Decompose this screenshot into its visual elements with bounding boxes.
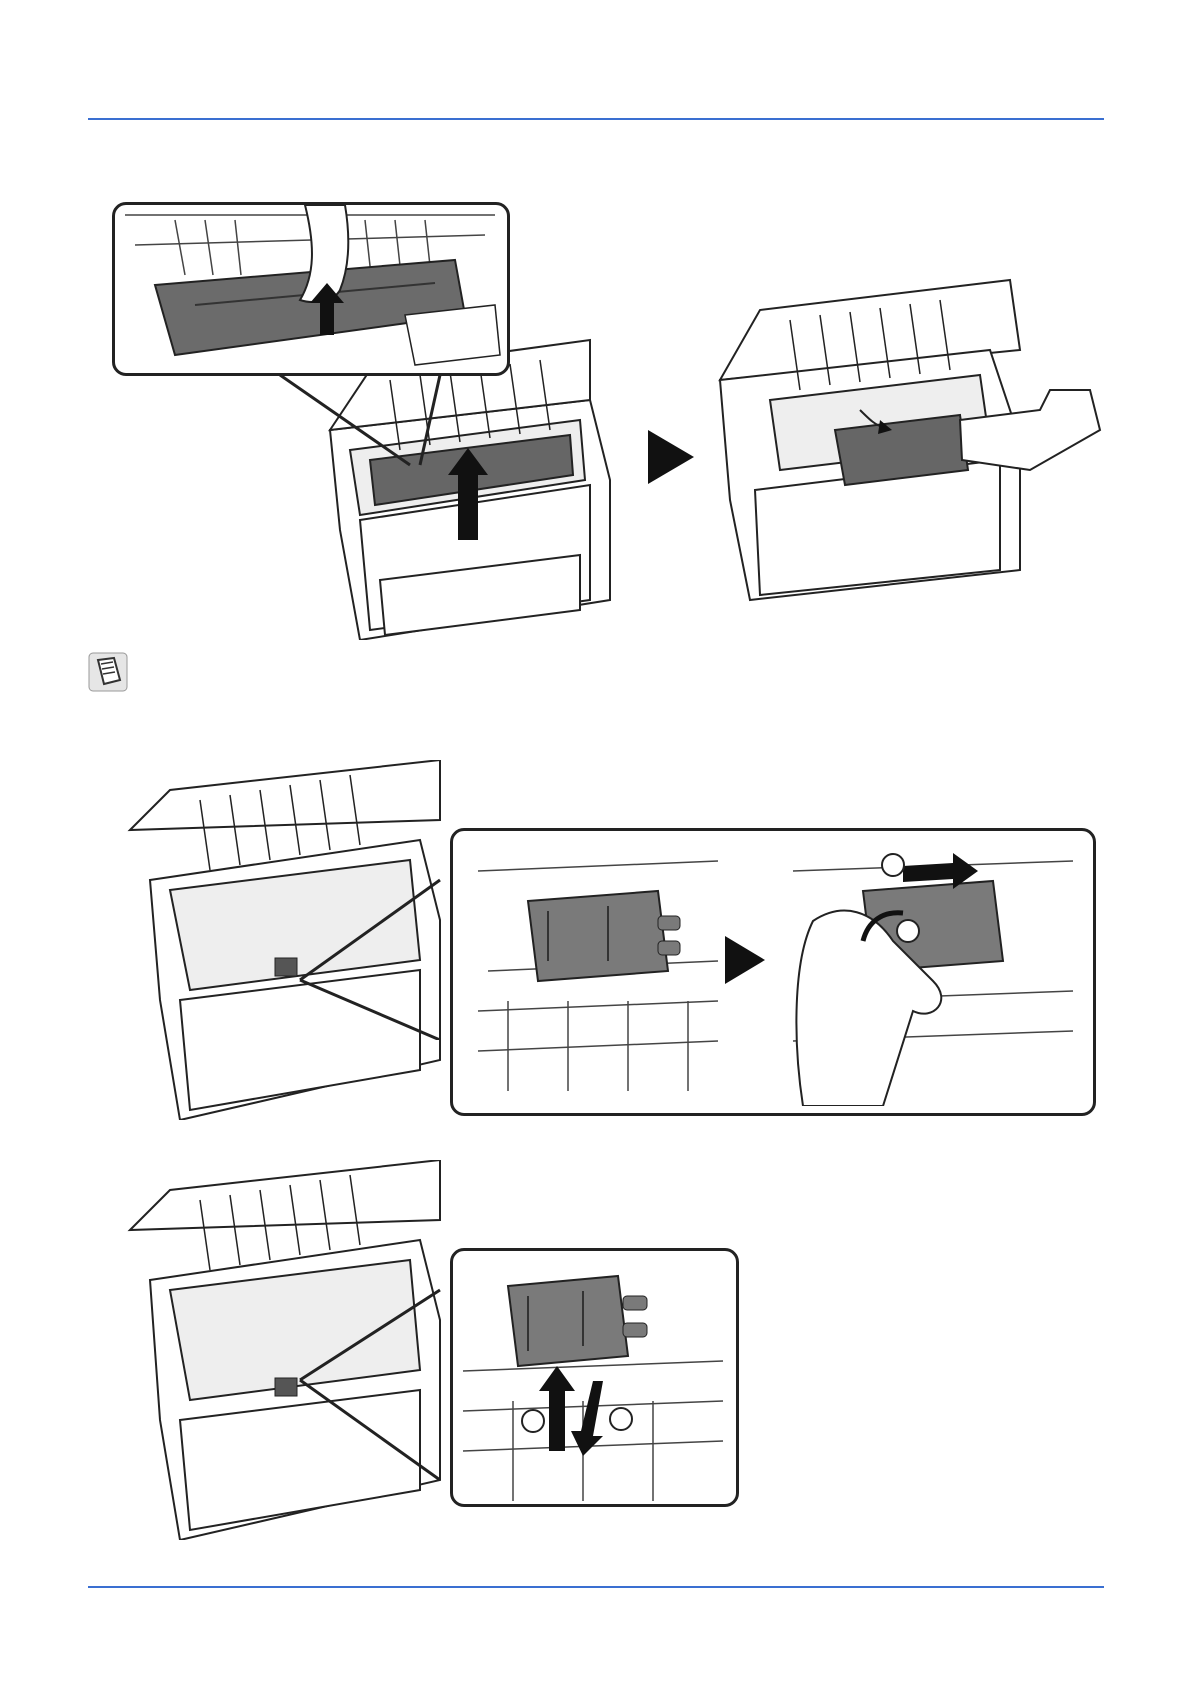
up-down-arrows-icon (453, 1251, 736, 1504)
footer-rule (88, 1586, 1104, 1588)
figure-remove-toner (110, 210, 1110, 640)
hand-push-roller-icon (783, 841, 1083, 1106)
zoom-connector (290, 840, 470, 1040)
roller-install-panel (450, 1248, 739, 1507)
toner-lift-arrow-icon (115, 205, 507, 373)
step-arrow-icon (648, 430, 694, 484)
zoom-connector (290, 1280, 470, 1480)
roller-close-up-icon (468, 841, 728, 1101)
step-arrow-icon (725, 936, 765, 984)
hand-remove-toner-icon (700, 270, 1110, 640)
note-icon (86, 650, 130, 694)
header-rule (88, 118, 1104, 120)
roller-close-up-panel (450, 828, 1096, 1116)
figure-release-roller (120, 760, 1080, 1120)
figure-install-roller (120, 1160, 760, 1540)
zoom-connector (270, 365, 470, 475)
toner-close-up-panel (112, 202, 510, 376)
